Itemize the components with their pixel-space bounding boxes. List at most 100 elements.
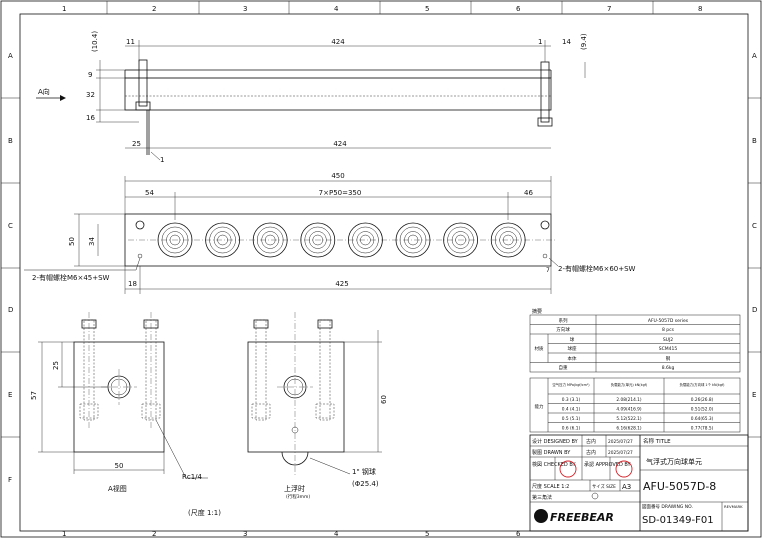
spec-group: 材质 [535,345,544,352]
col-label: 5 [425,530,429,538]
cap-header: 负载能力/方向球 1个 kN(kgf) [679,382,725,387]
ball-unit-outer [157,222,193,258]
front-view-body [124,77,552,111]
dim-50: 50 [68,237,76,246]
dim-18: 18 [128,280,137,288]
col-label: 3 [243,5,247,13]
ball-label: 1" 钢球 [352,467,376,476]
dim-25: 25 [132,140,141,148]
ball-unit-ring [494,226,522,254]
side-float-body [247,341,345,453]
bolt-note-right: 2-有帽螺栓M6×60+SW [558,264,636,273]
dim-7: 7 [546,267,550,274]
dim-424-top: 424 [331,38,345,46]
spec-value: 钢 [666,355,671,362]
spec-value: 8 pcs [662,327,675,333]
spec-key: 球 [570,336,575,343]
cap-cell: 0.4 (4.1) [562,407,581,413]
drawn-date: 2025/07/27 [608,450,633,456]
col-label: 4 [334,530,339,538]
approved-stamp [615,460,633,478]
dim-pitch: 7×P50=350 [319,189,362,197]
balloon-1: 1 [160,156,164,164]
dim-14: 14 [562,38,571,46]
cap-cell: 0.77(78.5) [691,426,714,432]
ball-unit-outer [300,222,336,258]
side-a-body [73,341,165,453]
cap-cell: 0.5 (5.1) [562,416,581,422]
col-label: 5 [425,5,429,13]
ball-unit-ring [356,231,375,249]
col-label: 3 [243,530,247,538]
row-label: D [752,306,757,314]
dim-50-side: 50 [115,462,124,470]
ball-units [157,222,526,258]
drawn-who: 古内 [586,449,596,456]
col-label: 2 [152,5,156,13]
dim-425: 425 [335,280,348,288]
spec-key: 自重 [559,364,568,371]
ball-unit-ring [166,231,184,249]
company-logo: FREEBEAR [550,511,614,524]
dim-57: 57 [30,391,38,400]
dim-34: 34 [88,237,96,246]
dim-424-bottom: 424 [333,140,347,148]
col-label: 8 [698,5,702,13]
side-a-caption: A视图 [108,484,127,493]
ball-unit-ring [309,231,327,249]
row-label: F [8,476,12,484]
dim-9-4: (9.4) [580,33,588,50]
ball-unit-ring [502,234,514,246]
row-label: C [752,222,757,230]
cap-cell: 0.3 (3.1) [562,397,581,403]
spec-key: 方向球 [556,326,570,333]
col-label: 6 [516,530,521,538]
capability-table: 能力 空气压力 MPa(kgf/cm²) 负载能力(单元) kN(kgf) 负载… [529,377,741,433]
ball-unit-outer [443,222,479,258]
row-label: A [752,52,757,60]
col-label: 2 [152,530,156,538]
spec-value: 8.6kg [662,365,675,371]
dim-11: 11 [126,38,135,46]
ball-profile [281,451,309,466]
scale-field: 尺度 SCALE 1:2 [532,483,569,490]
dim-10-4: (10.4) [91,31,99,52]
ball-unit-ring [407,234,419,246]
cap-cell: 0.64(65.3) [691,416,714,422]
cap-cell: 0.26(26.8) [691,397,714,403]
front-view: 424 11 1 14 (10.4) (9.4) 9 32 16 25 424 … [36,31,588,164]
dim-60: 60 [380,395,388,404]
spec-key: 球座 [568,345,577,352]
ball-unit-ring [499,231,517,249]
bolt-right [540,61,550,123]
ball-unit-ring [399,226,427,254]
logo-mark [534,509,548,523]
bolt-hole-left [135,220,145,230]
row-label: E [752,391,756,399]
checked-stamp [559,460,577,478]
col-label: 4 [334,5,339,13]
projection-label: 第三角法 [532,494,552,501]
ball-unit-ring [209,226,236,254]
approved-label: 承認 APPROVED BY [584,461,632,468]
ball-unit-ring [256,226,284,254]
designed-who: 古内 [586,438,596,445]
side-float-caption: 上浮时 [284,484,305,493]
name-value: 气浮式万向球单元 [646,457,702,466]
a-direction-label: A向 [38,87,50,96]
col-label: 1 [62,530,66,538]
drawing-no-label: 図面番号 DRAWING NO. [642,503,693,510]
row-labels: A B C D E F A B C D E [1,52,761,484]
ball-unit-ring [360,234,371,246]
designed-date: 2025/07/27 [608,439,633,445]
spec-value: SUJ2 [663,337,673,343]
ball-unit-ring [213,231,232,249]
spec-table: 摘要 系列 AFU-5057D series 方向球 8 pcs 材质 球 SU… [529,308,741,373]
dim-9: 9 [88,71,92,79]
ball-unit-ring [455,234,466,246]
plan-view: 450 54 7×P50=350 46 50 34 18 425 7 2-有帽螺… [24,172,636,294]
revmark-label: REVMARK [724,504,743,509]
spec-key: 本体 [568,355,577,362]
side-float-sub: (行程3mm) [286,493,310,500]
col-label: 6 [516,5,521,13]
